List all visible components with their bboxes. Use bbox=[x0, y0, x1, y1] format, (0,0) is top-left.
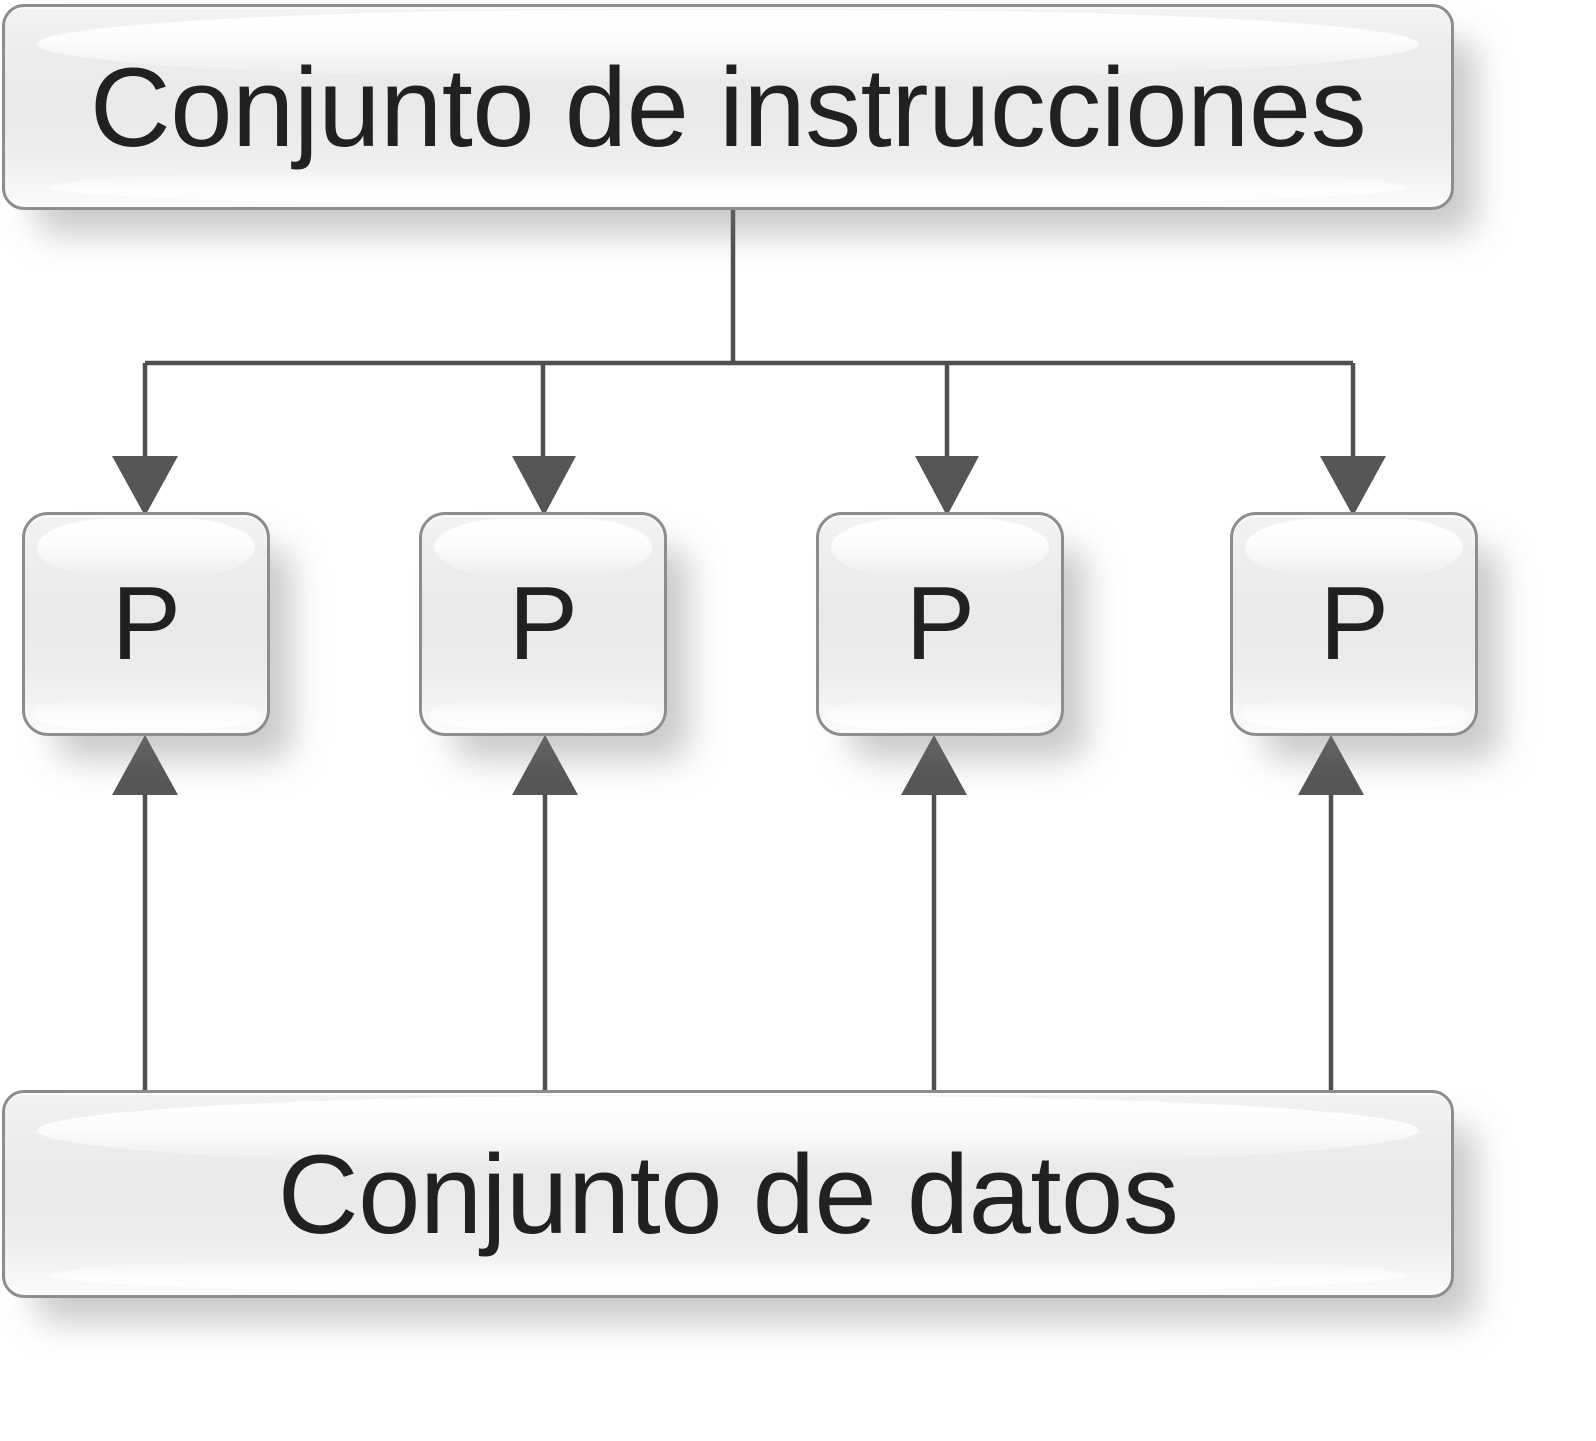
processor-box-4: P bbox=[1230, 512, 1478, 736]
arrowhead-up-3 bbox=[901, 735, 967, 795]
processor-box-1: P bbox=[22, 512, 270, 736]
arrowhead-up-1 bbox=[112, 735, 178, 795]
instruction-set-box: Conjunto de instrucciones bbox=[2, 4, 1454, 210]
arrowhead-down-2 bbox=[512, 456, 576, 516]
arrowhead-down-4 bbox=[1320, 456, 1386, 516]
processor-label-3: P bbox=[905, 565, 975, 682]
arrowhead-down-1 bbox=[112, 456, 178, 516]
processor-label-4: P bbox=[1319, 565, 1389, 682]
arrowhead-up-4 bbox=[1298, 735, 1364, 795]
arrowhead-down-3 bbox=[915, 456, 979, 516]
instruction-set-label: Conjunto de instrucciones bbox=[89, 44, 1367, 170]
processor-label-2: P bbox=[508, 565, 578, 682]
processor-box-3: P bbox=[816, 512, 1064, 736]
data-set-box: Conjunto de datos bbox=[2, 1090, 1454, 1298]
data-set-label: Conjunto de datos bbox=[277, 1131, 1179, 1257]
arrowhead-up-2 bbox=[512, 735, 578, 795]
processor-box-2: P bbox=[419, 512, 667, 736]
processor-label-1: P bbox=[111, 565, 181, 682]
